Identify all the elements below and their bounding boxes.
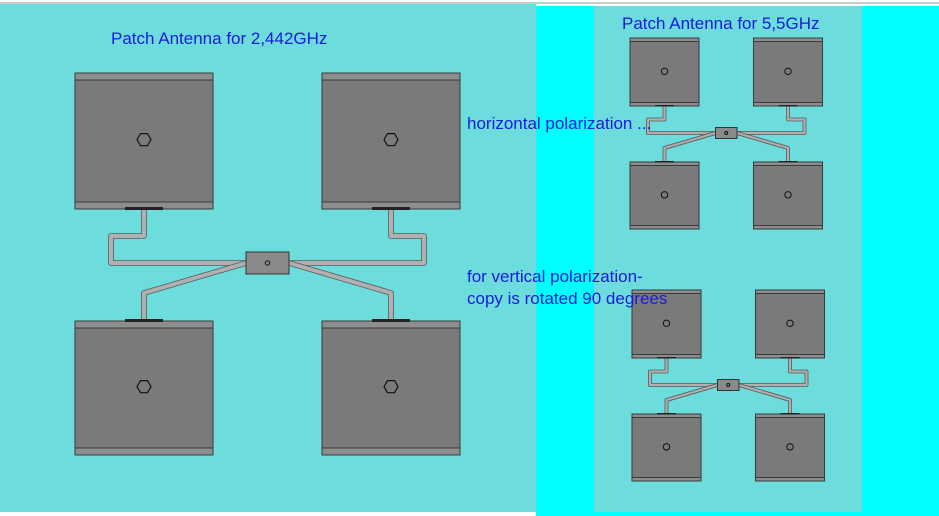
patch-body bbox=[629, 37, 700, 107]
feed-line-bottom-right bbox=[736, 131, 790, 162]
patch-bottom-strip bbox=[74, 447, 214, 456]
patch-body bbox=[631, 289, 702, 359]
feed-via-icon bbox=[136, 380, 152, 394]
feed-line-top-right bbox=[737, 106, 806, 135]
feed-via-icon bbox=[662, 319, 671, 328]
patch-bottom-strip bbox=[631, 477, 702, 482]
patch-body bbox=[631, 413, 702, 482]
patch-element bbox=[631, 289, 702, 359]
patch-body bbox=[74, 72, 214, 210]
patch-bottom-strip bbox=[321, 447, 461, 456]
feed-via-icon bbox=[784, 67, 792, 76]
patch-top-strip bbox=[753, 37, 823, 42]
stub-tab bbox=[780, 413, 800, 415]
patch-body bbox=[753, 37, 823, 107]
patch-element bbox=[755, 289, 825, 359]
patch-top-strip bbox=[74, 320, 214, 329]
title-5500ghz: Patch Antenna for 5,5GHz bbox=[622, 14, 820, 33]
stub-tab bbox=[657, 357, 676, 359]
patch-element bbox=[629, 161, 700, 230]
feed-via-icon bbox=[383, 133, 399, 147]
stub-tab bbox=[655, 161, 674, 163]
array-5500ghz-vertical bbox=[631, 289, 825, 482]
patch-top-strip bbox=[755, 413, 825, 418]
array-2442ghz bbox=[74, 72, 461, 456]
patch-top-strip bbox=[753, 161, 823, 166]
patch-bottom-strip bbox=[755, 477, 825, 482]
patch-element bbox=[753, 161, 823, 230]
connector-pin-icon bbox=[726, 383, 731, 387]
patch-body bbox=[74, 320, 214, 456]
connector-pin-icon bbox=[264, 260, 271, 266]
feed-via-icon bbox=[786, 319, 794, 328]
feed-line-top-left bbox=[648, 358, 718, 387]
patch-element bbox=[74, 72, 214, 210]
patch-element bbox=[755, 413, 825, 482]
stub-tab bbox=[780, 357, 800, 359]
stub-tab bbox=[125, 207, 163, 210]
feed-line-bottom-right bbox=[738, 383, 792, 414]
horizontal-polarization-label: horizontal polarization ... bbox=[467, 114, 652, 133]
patch-top-strip bbox=[629, 161, 700, 166]
patch-body bbox=[321, 72, 461, 210]
patch-top-strip bbox=[755, 289, 825, 294]
patch-element bbox=[321, 320, 461, 456]
feed-via-icon bbox=[136, 133, 152, 147]
patch-top-strip bbox=[321, 72, 461, 81]
patch-element bbox=[631, 413, 702, 482]
patch-body bbox=[755, 413, 825, 482]
feed-line-bottom-left bbox=[142, 261, 247, 321]
title-2442ghz: Patch Antenna for 2,442GHz bbox=[111, 29, 328, 48]
patch-top-strip bbox=[74, 72, 214, 81]
feed-connector bbox=[717, 379, 740, 391]
feed-line-bottom-left bbox=[663, 131, 716, 162]
patch-element bbox=[74, 320, 214, 456]
stub-tab bbox=[778, 105, 798, 107]
patch-body bbox=[753, 161, 823, 230]
feed-line-top-right bbox=[289, 209, 426, 265]
patch-top-strip bbox=[321, 320, 461, 329]
array-5500ghz-horizontal bbox=[629, 37, 823, 230]
feed-via-icon bbox=[784, 191, 792, 199]
patch-body bbox=[629, 161, 700, 230]
patch-element bbox=[753, 37, 823, 107]
stub-tab bbox=[125, 319, 163, 322]
patch-top-strip bbox=[629, 37, 700, 42]
patch-bottom-strip bbox=[629, 225, 700, 230]
feed-via-icon bbox=[383, 380, 399, 394]
patch-element bbox=[321, 72, 461, 210]
patch-top-strip bbox=[631, 289, 702, 294]
stub-tab bbox=[372, 207, 410, 210]
feed-via-icon bbox=[660, 191, 669, 199]
patch-body bbox=[321, 320, 461, 456]
patch-body bbox=[755, 289, 825, 359]
feed-line-bottom-left bbox=[665, 383, 718, 414]
patch-top-strip bbox=[631, 413, 702, 418]
feed-connector bbox=[245, 251, 290, 275]
vertical-polarization-label: for vertical polarization- copy is rotat… bbox=[467, 267, 668, 308]
feed-via-icon bbox=[786, 443, 794, 451]
feed-via-icon bbox=[662, 443, 671, 451]
stub-tab bbox=[655, 105, 674, 107]
stub-tab bbox=[657, 413, 676, 415]
patch-element bbox=[629, 37, 700, 107]
antenna-arrays bbox=[74, 37, 825, 482]
connector-pin-icon bbox=[724, 131, 729, 135]
feed-line-top-left bbox=[646, 106, 716, 135]
feed-via-icon bbox=[660, 67, 669, 76]
feed-line-top-right bbox=[739, 358, 808, 387]
feed-line-bottom-right bbox=[288, 261, 393, 321]
patch-bottom-strip bbox=[753, 225, 823, 230]
feed-line-top-left bbox=[109, 209, 246, 265]
feed-connector bbox=[715, 127, 738, 139]
stub-tab bbox=[778, 161, 798, 163]
stub-tab bbox=[372, 319, 410, 322]
